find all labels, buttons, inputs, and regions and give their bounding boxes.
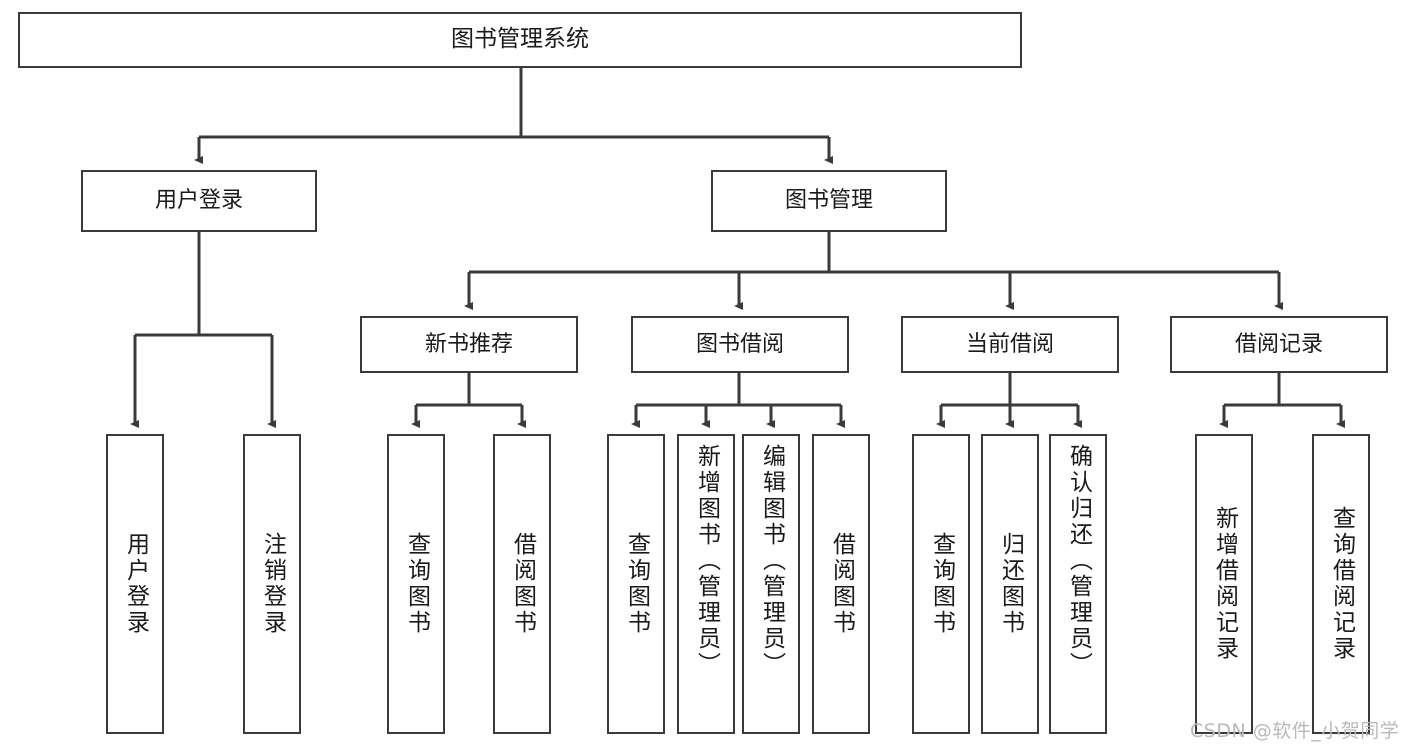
leaf-book-borrow-query[interactable]: 查询图书 bbox=[607, 434, 665, 734]
leaf-new-book-borrow[interactable]: 借阅图书 bbox=[493, 434, 551, 734]
node-label: 新增图书（管理员） bbox=[693, 444, 720, 678]
node-label: 用户登录 bbox=[154, 188, 243, 214]
node-book-borrow[interactable]: 图书借阅 bbox=[631, 316, 849, 373]
leaf-borrow-record-add[interactable]: 新增借阅记录 bbox=[1195, 434, 1253, 734]
node-label: 新书推荐 bbox=[424, 331, 513, 357]
node-label: 图书管理系统 bbox=[451, 26, 589, 53]
node-label: 图书管理 bbox=[784, 188, 873, 214]
node-label: 图书借阅 bbox=[695, 331, 784, 357]
leaf-current-borrow-query[interactable]: 查询图书 bbox=[912, 434, 970, 734]
node-label: 借阅记录 bbox=[1234, 331, 1323, 357]
node-label: 归还图书 bbox=[997, 532, 1024, 636]
node-new-book-recommend[interactable]: 新书推荐 bbox=[360, 316, 578, 373]
leaf-current-borrow-confirm-return[interactable]: 确认归还（管理员） bbox=[1049, 434, 1107, 734]
leaf-book-borrow-add[interactable]: 新增图书（管理员） bbox=[677, 434, 735, 734]
node-label: 注销登录 bbox=[259, 532, 286, 636]
node-current-borrow[interactable]: 当前借阅 bbox=[901, 316, 1119, 373]
node-root-book-management-system[interactable]: 图书管理系统 bbox=[18, 12, 1022, 68]
csdn-watermark: CSDN @软件_小贺同学 bbox=[1190, 720, 1400, 742]
leaf-user-login-logout[interactable]: 注销登录 bbox=[243, 434, 301, 734]
node-label: 查询图书 bbox=[623, 532, 650, 636]
leaf-book-borrow-edit[interactable]: 编辑图书（管理员） bbox=[742, 434, 800, 734]
leaf-user-login-login[interactable]: 用户登录 bbox=[106, 434, 164, 734]
node-label: 查询图书 bbox=[928, 532, 955, 636]
node-label: 借阅图书 bbox=[509, 532, 536, 636]
node-label: 编辑图书（管理员） bbox=[758, 444, 785, 678]
node-label: 查询图书 bbox=[403, 532, 430, 636]
node-label: 当前借阅 bbox=[965, 331, 1054, 357]
leaf-current-borrow-return[interactable]: 归还图书 bbox=[981, 434, 1039, 734]
node-label: 用户登录 bbox=[122, 532, 149, 636]
node-book-management[interactable]: 图书管理 bbox=[711, 170, 947, 232]
leaf-new-book-query[interactable]: 查询图书 bbox=[387, 434, 445, 734]
node-label: 查询借阅记录 bbox=[1328, 506, 1355, 662]
node-label: 新增借阅记录 bbox=[1211, 506, 1238, 662]
node-borrow-record[interactable]: 借阅记录 bbox=[1170, 316, 1388, 373]
leaf-borrow-record-query[interactable]: 查询借阅记录 bbox=[1312, 434, 1370, 734]
node-label: 借阅图书 bbox=[828, 532, 855, 636]
leaf-book-borrow-borrow[interactable]: 借阅图书 bbox=[812, 434, 870, 734]
node-label: 确认归还（管理员） bbox=[1065, 444, 1092, 678]
node-user-login[interactable]: 用户登录 bbox=[81, 170, 317, 232]
